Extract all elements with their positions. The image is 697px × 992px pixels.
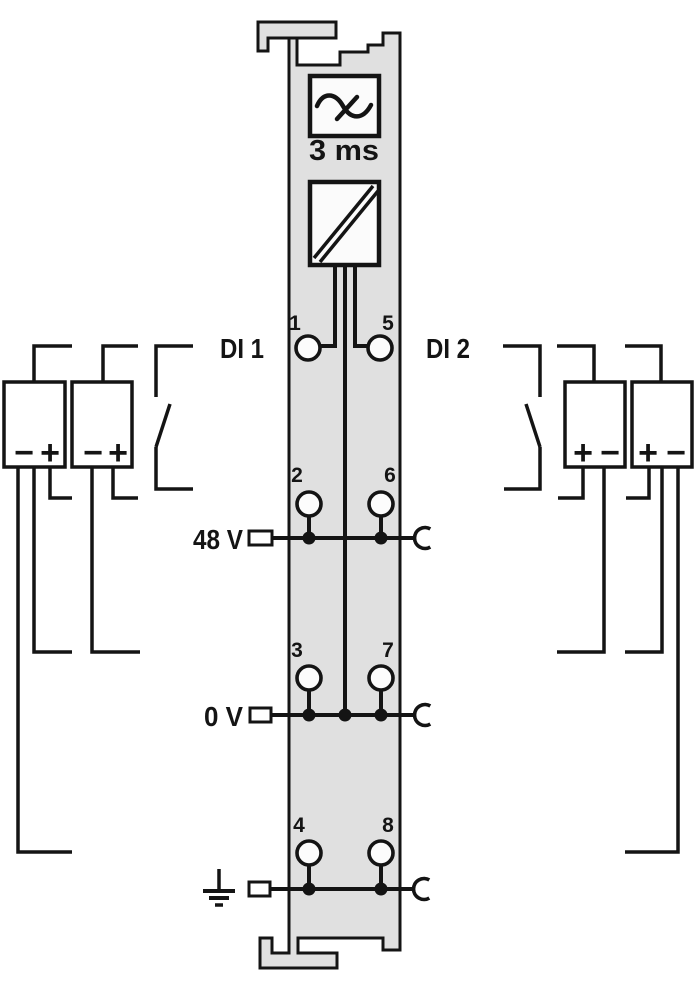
terminal-number-5: 5 bbox=[382, 312, 394, 335]
junction-dot bbox=[338, 708, 352, 722]
terminal-contact-6 bbox=[367, 490, 395, 518]
terminal-numbers: 1 5 2 6 3 7 4 8 bbox=[289, 312, 396, 837]
wire-right-outer-mid bbox=[625, 467, 664, 654]
terminal-contact-8 bbox=[367, 839, 395, 867]
wire-isolation-to-terminal-5 bbox=[353, 264, 368, 348]
wire-left-outer-plus bbox=[48, 467, 72, 500]
battery-left-inner bbox=[70, 380, 134, 469]
wire-battery-left-inner-top bbox=[101, 344, 138, 382]
terminal-number-1: 1 bbox=[289, 312, 301, 335]
junction-dots bbox=[302, 531, 388, 896]
wire-entry-0v bbox=[248, 706, 273, 724]
switch-right-blade bbox=[524, 403, 542, 448]
plus-symbol: + bbox=[573, 434, 593, 472]
junction-dot bbox=[302, 531, 316, 545]
wire-right-inner-plus bbox=[558, 467, 585, 500]
minus-symbol: − bbox=[600, 434, 620, 472]
terminal-contact-7 bbox=[367, 664, 395, 692]
connector-arc-0v bbox=[412, 702, 432, 728]
junction-dot bbox=[374, 882, 388, 896]
isolation-diagonal-1 bbox=[312, 184, 375, 260]
connector-arc-48v bbox=[412, 525, 432, 551]
left-external-circuit bbox=[2, 344, 193, 854]
wire-entry-48v bbox=[247, 529, 274, 547]
wire-entry-terminals bbox=[247, 529, 274, 898]
minus-symbol: − bbox=[666, 434, 686, 472]
plus-symbol: + bbox=[638, 434, 658, 472]
junction-dot bbox=[374, 531, 388, 545]
terminal-number-2: 2 bbox=[291, 464, 303, 487]
terminal-number-7: 7 bbox=[382, 639, 394, 662]
junction-dot bbox=[374, 708, 388, 722]
wire-battery-right-inner-top bbox=[557, 344, 596, 382]
wire-left-inner-plus bbox=[111, 467, 138, 500]
ground-icon bbox=[203, 869, 235, 907]
wire-isolation-to-terminal-1 bbox=[320, 264, 337, 348]
terminal-contacts bbox=[294, 334, 395, 867]
terminal-contact-4 bbox=[295, 839, 323, 867]
terminal-number-6: 6 bbox=[384, 464, 396, 487]
junction-dot bbox=[302, 882, 316, 896]
terminal-number-3: 3 bbox=[291, 639, 303, 662]
wire-battery-right-outer-top bbox=[625, 344, 663, 382]
left-polarity-marks: − + − + bbox=[14, 434, 128, 472]
filter-time-label: 3 ms bbox=[309, 135, 379, 167]
switch-left-bottom bbox=[154, 447, 193, 491]
wire-left-inner-mid bbox=[90, 467, 140, 654]
plus-symbol: + bbox=[108, 434, 128, 472]
wire-right-outer-minus-long bbox=[625, 467, 680, 854]
terminal-contact-3 bbox=[295, 664, 323, 692]
switch-right-top bbox=[503, 344, 542, 397]
junction-dot bbox=[302, 708, 316, 722]
input-filter-symbol: 3 ms bbox=[307, 73, 382, 167]
terminal-contact-1 bbox=[294, 334, 322, 362]
wire-right-outer-plus bbox=[626, 467, 651, 500]
switch-left-top bbox=[154, 344, 193, 397]
wire-right-inner-mid bbox=[557, 467, 606, 654]
di2-label: DI 2 bbox=[426, 333, 470, 364]
plus-symbol: + bbox=[40, 434, 60, 472]
switch-left-blade bbox=[154, 403, 172, 448]
terminal-contact-5 bbox=[366, 334, 394, 362]
minus-symbol: − bbox=[14, 434, 34, 472]
right-external-circuit bbox=[503, 344, 694, 854]
minus-symbol: − bbox=[83, 434, 103, 472]
din-rail-tab bbox=[256, 20, 338, 53]
wire-left-outer-minus-long bbox=[16, 467, 72, 854]
supply-48v-label: 48 V bbox=[193, 524, 243, 555]
wire-battery-left-outer-top bbox=[32, 344, 72, 382]
isolation-symbol bbox=[307, 179, 382, 268]
filter-cross-stroke-icon bbox=[334, 94, 360, 122]
isolation-diagonal-2 bbox=[318, 189, 380, 264]
wire-entry-ground bbox=[247, 880, 272, 898]
filter-sine-icon bbox=[314, 93, 374, 119]
terminal-contact-2 bbox=[295, 490, 323, 518]
terminal-number-4: 4 bbox=[293, 814, 305, 837]
zero-volt-label: 0 V bbox=[204, 701, 243, 732]
wire-left-outer-mid bbox=[32, 467, 72, 654]
terminal-number-8: 8 bbox=[382, 814, 394, 837]
connector-arc-ground bbox=[411, 876, 431, 902]
di1-label: DI 1 bbox=[220, 333, 264, 364]
right-polarity-marks: + − + − bbox=[573, 434, 686, 472]
switch-right-bottom bbox=[504, 447, 542, 491]
bus-connector-arcs bbox=[411, 525, 432, 902]
